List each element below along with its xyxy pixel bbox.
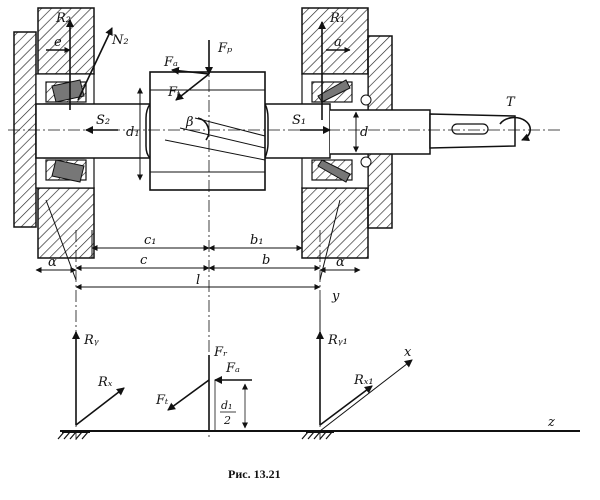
- label-b1: b₁: [250, 233, 264, 248]
- label-R2: R₂: [55, 11, 71, 26]
- label-frac-num: d₁: [221, 399, 232, 412]
- label-Ft-assembly: Fₜ: [167, 85, 181, 100]
- label-N2: N₂: [111, 33, 129, 48]
- label-Ft-fbd: Fₜ: [155, 393, 169, 408]
- label-S1: S₁: [292, 113, 306, 128]
- label-Fr: Fᵣ: [213, 345, 228, 360]
- length-dimensions: [35, 199, 361, 290]
- assembly-forces: [46, 19, 531, 141]
- label-Rx1: Rₓ₁: [353, 373, 374, 388]
- label-frac-den: 2: [223, 414, 231, 427]
- label-S2: S₂: [96, 113, 110, 128]
- shaft: [35, 103, 516, 159]
- supports: [57, 431, 334, 440]
- label-y: y: [331, 289, 340, 304]
- label-Fa-assembly: Fₐ: [163, 55, 178, 70]
- label-d1: d₁: [126, 125, 140, 140]
- label-a: a: [334, 35, 342, 50]
- label-d: d: [360, 125, 368, 140]
- helical-gear: [149, 71, 266, 191]
- free-body-diagram: [60, 300, 580, 432]
- label-R1: R₁: [329, 11, 345, 26]
- label-c: c: [140, 253, 148, 268]
- label-Rx: Rₓ: [97, 375, 113, 390]
- label-beta: β: [185, 115, 194, 130]
- diameter-dimensions: [137, 87, 359, 181]
- label-Fp: Fₚ: [217, 41, 232, 56]
- label-z-axis: z: [547, 415, 555, 430]
- label-c1: c₁: [144, 233, 157, 248]
- label-e: e: [54, 35, 62, 50]
- label-b: b: [262, 253, 270, 268]
- label-x-axis: x: [404, 345, 412, 360]
- label-alpha-right: α: [336, 255, 345, 270]
- label-l: l: [196, 273, 200, 288]
- label-T: T: [506, 95, 516, 110]
- label-Fa-fbd: Fₐ: [225, 361, 240, 376]
- label-alpha-left: α: [48, 255, 57, 270]
- label-Ry1: Rᵧ₁: [327, 333, 348, 348]
- figure-caption: Рис. 13.21: [228, 467, 281, 481]
- label-Ry: Rᵧ: [83, 333, 99, 348]
